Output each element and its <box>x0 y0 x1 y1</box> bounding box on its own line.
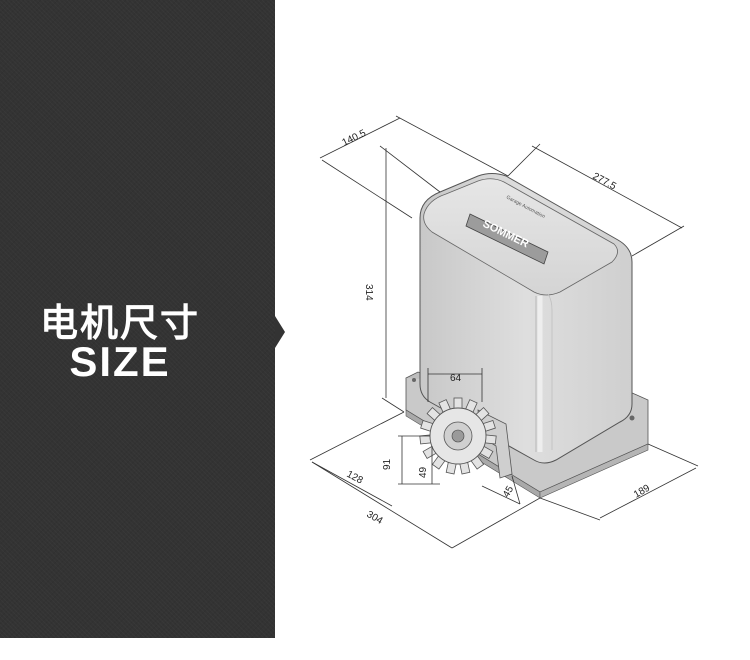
motor-housing: SOMMER Garage Automation <box>419 173 633 464</box>
dim-base-depth: 189 <box>632 483 652 501</box>
title-chinese: 电机尺寸 <box>39 301 200 345</box>
title-english: SIZE <box>69 338 171 385</box>
pinion-gear <box>419 397 513 479</box>
dim-total-length: 304 <box>365 509 385 527</box>
left-title-panel <box>0 0 275 638</box>
panel-pointer-notch <box>275 316 285 348</box>
dim-gear-height: 91 <box>382 458 393 470</box>
dim-gear-offset: 45 <box>501 484 516 500</box>
dim-gear-center: 49 <box>418 466 429 478</box>
dimension-lines <box>309 115 699 549</box>
motor-dimension-drawing: SOMMER Garage Automation <box>309 115 699 549</box>
dim-top-depth: 277.5 <box>591 171 619 193</box>
dim-top-width: 140.5 <box>340 128 368 149</box>
dim-gear-width: 64 <box>450 373 462 384</box>
dim-height: 314 <box>363 284 374 301</box>
